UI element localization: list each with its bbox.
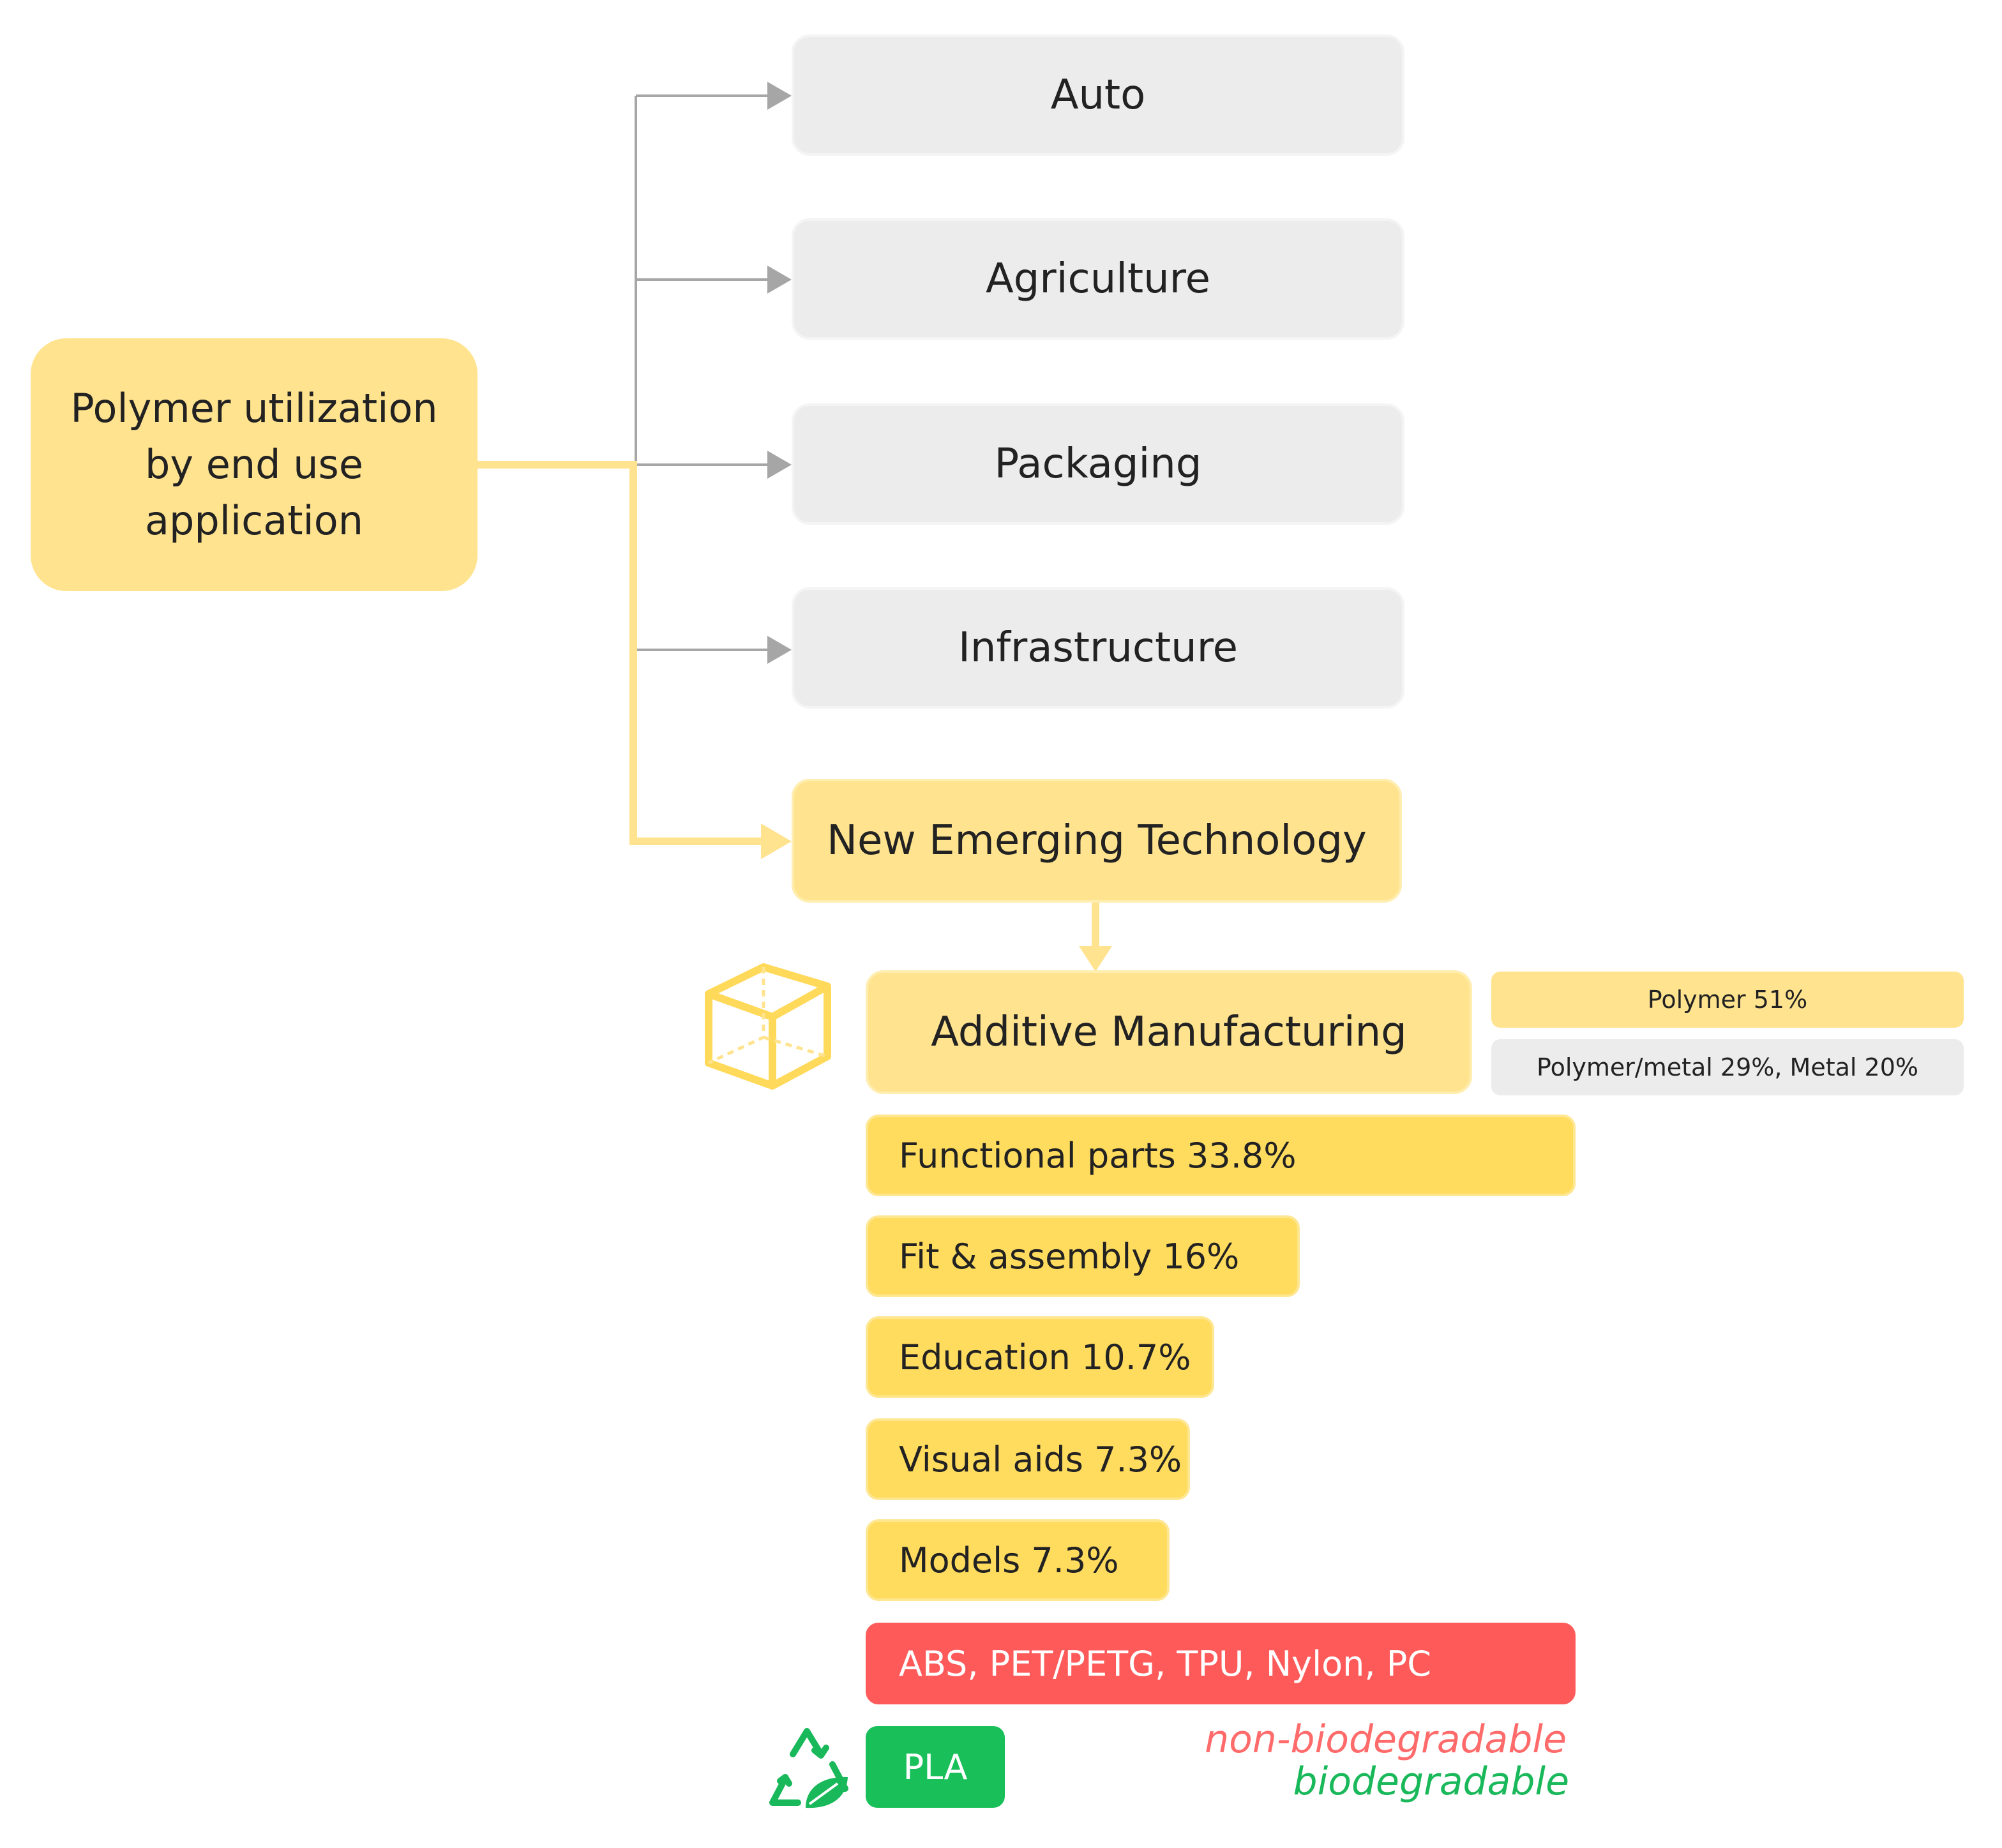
- use-bar: Fit & assembly 16%: [866, 1215, 1300, 1297]
- arrow-infrastructure: [767, 636, 792, 664]
- emerging-technology-box: New Emerging Technology: [792, 779, 1402, 903]
- app-infrastructure: Infrastructure: [792, 587, 1404, 709]
- use-bar: Education 10.7%: [866, 1316, 1214, 1398]
- app-auto: Auto: [792, 34, 1404, 156]
- root-line-3: application: [144, 497, 363, 544]
- biodegradable-material: PLA: [866, 1726, 1005, 1808]
- root-line-2: by end use: [144, 441, 363, 488]
- legend-biodegradable: biodegradable: [1293, 1759, 1569, 1804]
- use-bar: Functional parts 33.8%: [866, 1115, 1576, 1196]
- arrow-auto: [767, 82, 792, 110]
- use-bar: Models 7.3%: [866, 1519, 1170, 1601]
- arrow-emerging: [761, 823, 792, 859]
- metal-share-tag: Polymer/metal 29%, Metal 20%: [1491, 1039, 1964, 1095]
- arrow-packaging: [767, 451, 792, 479]
- recycle-leaf-icon: [769, 1728, 848, 1808]
- cube-icon: [705, 963, 831, 1090]
- use-bar: Visual aids 7.3%: [866, 1418, 1190, 1500]
- legend-non-biodegradable: non-biodegradable: [1205, 1717, 1567, 1762]
- root-line-1: Polymer utilization: [70, 385, 438, 432]
- non-biodegradable-materials: ABS, PET/PETG, TPU, Nylon, PC: [866, 1623, 1576, 1704]
- additive-manufacturing-box: Additive Manufacturing: [866, 970, 1472, 1094]
- arrow-agriculture: [767, 266, 792, 294]
- root-node: Polymer utilization by end use applicati…: [31, 338, 478, 591]
- yellow-path: [478, 461, 766, 845]
- app-agriculture: Agriculture: [792, 218, 1404, 340]
- arrow-additive: [1079, 946, 1112, 972]
- polymer-share-tag: Polymer 51%: [1491, 972, 1964, 1028]
- app-packaging: Packaging: [792, 403, 1404, 525]
